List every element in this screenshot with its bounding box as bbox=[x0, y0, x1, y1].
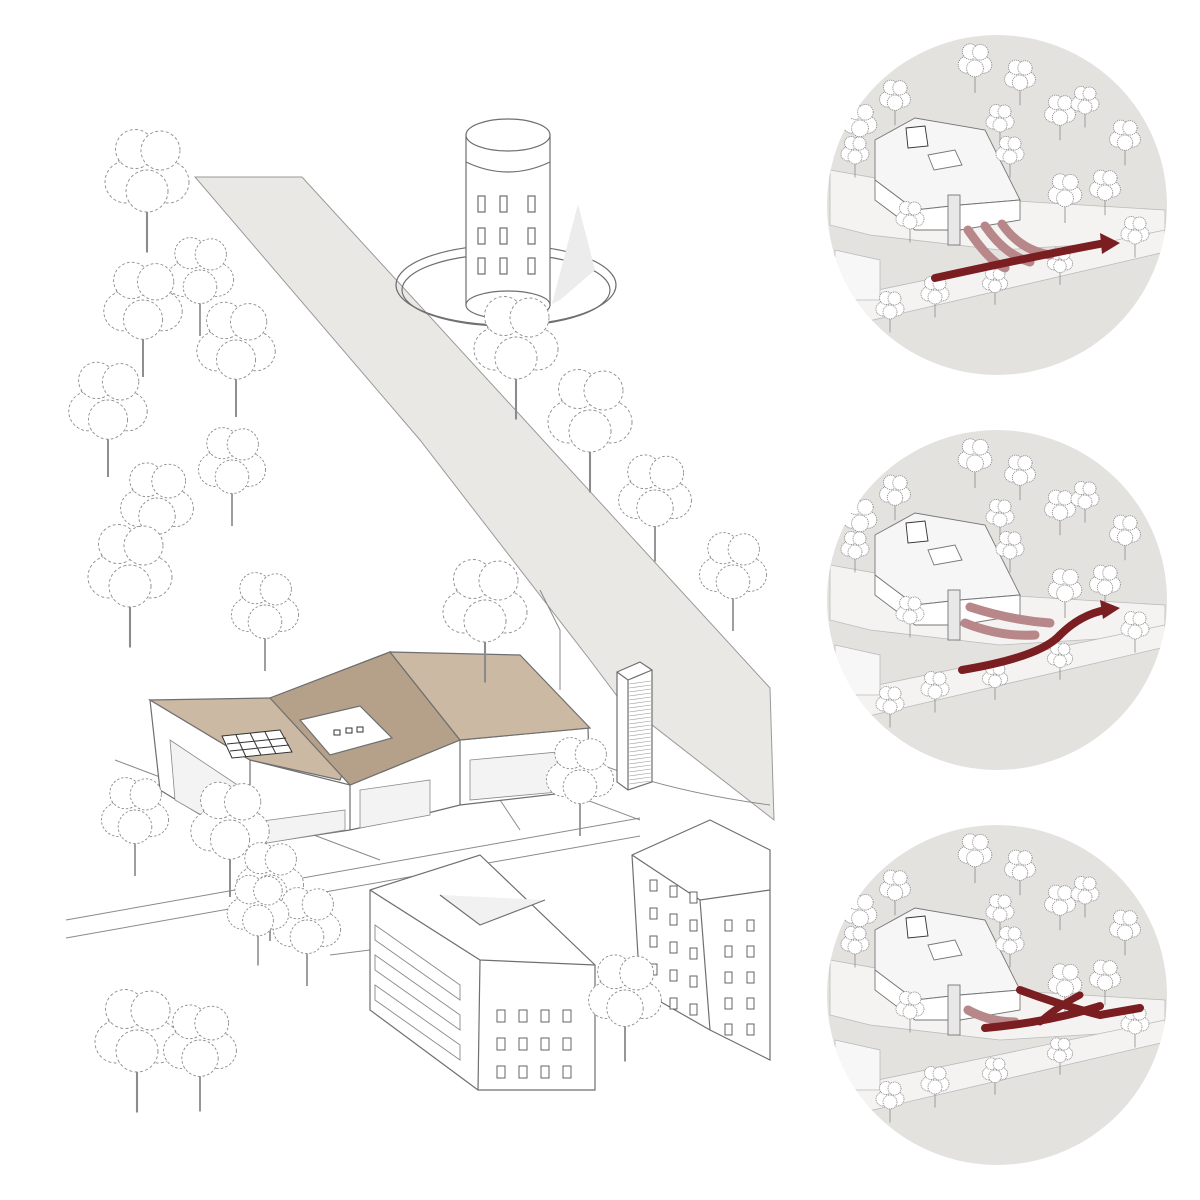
inset-tree bbox=[1004, 59, 1036, 106]
access-option-1-inset bbox=[827, 35, 1167, 375]
apartment-front-windows bbox=[496, 1009, 572, 1079]
inset-signal-tower bbox=[947, 589, 961, 641]
water-tower bbox=[395, 118, 617, 327]
apartment-front-balconies bbox=[374, 924, 461, 1061]
tree bbox=[545, 737, 615, 836]
access-options-insets bbox=[827, 35, 1167, 1165]
water-tower-windows bbox=[477, 195, 536, 275]
inset-tree bbox=[1120, 611, 1150, 653]
inset-tree bbox=[1070, 481, 1100, 523]
tree bbox=[698, 532, 768, 631]
access-flow-cross bbox=[963, 986, 1144, 1032]
apartment-block-front bbox=[369, 854, 596, 1091]
tree bbox=[94, 989, 180, 1113]
tree bbox=[165, 237, 235, 336]
tree bbox=[442, 559, 528, 683]
inset-tree bbox=[875, 1081, 905, 1123]
main-building bbox=[147, 650, 592, 846]
inset-tree bbox=[920, 276, 950, 318]
inset-tree bbox=[981, 267, 1009, 305]
apartment-block-right bbox=[631, 819, 771, 1061]
inset-tree bbox=[1089, 959, 1121, 1006]
inset-tree bbox=[1109, 119, 1141, 166]
inset-tree bbox=[1044, 94, 1076, 141]
inset-tree bbox=[840, 926, 870, 968]
tree bbox=[547, 369, 633, 493]
inset-tree bbox=[985, 104, 1015, 146]
inset-tree bbox=[1044, 884, 1076, 931]
inset-tree bbox=[1109, 514, 1141, 561]
inset-tree bbox=[1070, 876, 1100, 918]
inset-tree bbox=[840, 136, 870, 178]
inset-tree bbox=[875, 686, 905, 728]
access-flow-two-branch bbox=[958, 600, 1120, 674]
inset-tree bbox=[957, 833, 993, 883]
inset-tree bbox=[1044, 489, 1076, 536]
inset-tree bbox=[879, 79, 911, 126]
inset-tree bbox=[1047, 568, 1083, 618]
tree bbox=[473, 296, 559, 420]
inset-tree bbox=[875, 291, 905, 333]
inset-tree bbox=[895, 201, 925, 243]
inset-tree bbox=[920, 1066, 950, 1108]
inset-tree bbox=[895, 596, 925, 638]
inset-tree bbox=[957, 43, 993, 93]
inset-signal-tower bbox=[947, 194, 961, 246]
inset-tree bbox=[842, 498, 878, 548]
inset-tree bbox=[1089, 564, 1121, 611]
tree bbox=[68, 361, 148, 477]
inset-tree bbox=[995, 926, 1025, 968]
inset-tree bbox=[1120, 216, 1150, 258]
tree bbox=[196, 301, 276, 417]
inset-tree bbox=[1047, 963, 1083, 1013]
tree bbox=[190, 781, 270, 897]
inset-tree bbox=[995, 136, 1025, 178]
tree bbox=[272, 887, 342, 986]
diagonal-street bbox=[193, 176, 775, 822]
access-option-2-inset bbox=[827, 430, 1167, 770]
inset-tree bbox=[840, 531, 870, 573]
inset-tree bbox=[1089, 169, 1121, 216]
inset-signal-tower bbox=[947, 984, 961, 1036]
signal-tower bbox=[616, 661, 653, 791]
inset-tree bbox=[879, 869, 911, 916]
inset-tree bbox=[957, 438, 993, 488]
inset-tree bbox=[1046, 642, 1074, 680]
inset-tree bbox=[1004, 849, 1036, 896]
tree bbox=[230, 572, 300, 671]
tree bbox=[87, 524, 173, 648]
inset-tree bbox=[985, 499, 1015, 541]
inset-tree bbox=[995, 531, 1025, 573]
tree bbox=[226, 874, 290, 966]
roof-right bbox=[388, 651, 592, 741]
tree bbox=[618, 454, 692, 562]
courtyard-skylights bbox=[333, 726, 364, 736]
access-flow-three-branch bbox=[931, 219, 1120, 282]
inset-tree bbox=[981, 1057, 1009, 1095]
tree bbox=[588, 954, 662, 1062]
tree bbox=[120, 462, 194, 570]
tree bbox=[197, 427, 267, 526]
inset-tree bbox=[895, 991, 925, 1033]
tree bbox=[100, 777, 170, 876]
inset-tree bbox=[1070, 86, 1100, 128]
inset-tree bbox=[879, 474, 911, 521]
tree bbox=[103, 261, 183, 377]
inset-tree bbox=[1047, 173, 1083, 223]
main-view bbox=[65, 118, 775, 1113]
inset-tree bbox=[920, 671, 950, 713]
tree bbox=[104, 129, 190, 253]
main-trees bbox=[68, 129, 768, 1113]
access-option-3-inset bbox=[827, 825, 1167, 1165]
tree bbox=[163, 1004, 237, 1112]
inset-tree bbox=[1004, 454, 1036, 501]
apartment-right-windows bbox=[649, 879, 755, 1036]
solar-panel-grid bbox=[221, 729, 293, 759]
inset-tree bbox=[1109, 909, 1141, 956]
inset-tree bbox=[1046, 1037, 1074, 1075]
